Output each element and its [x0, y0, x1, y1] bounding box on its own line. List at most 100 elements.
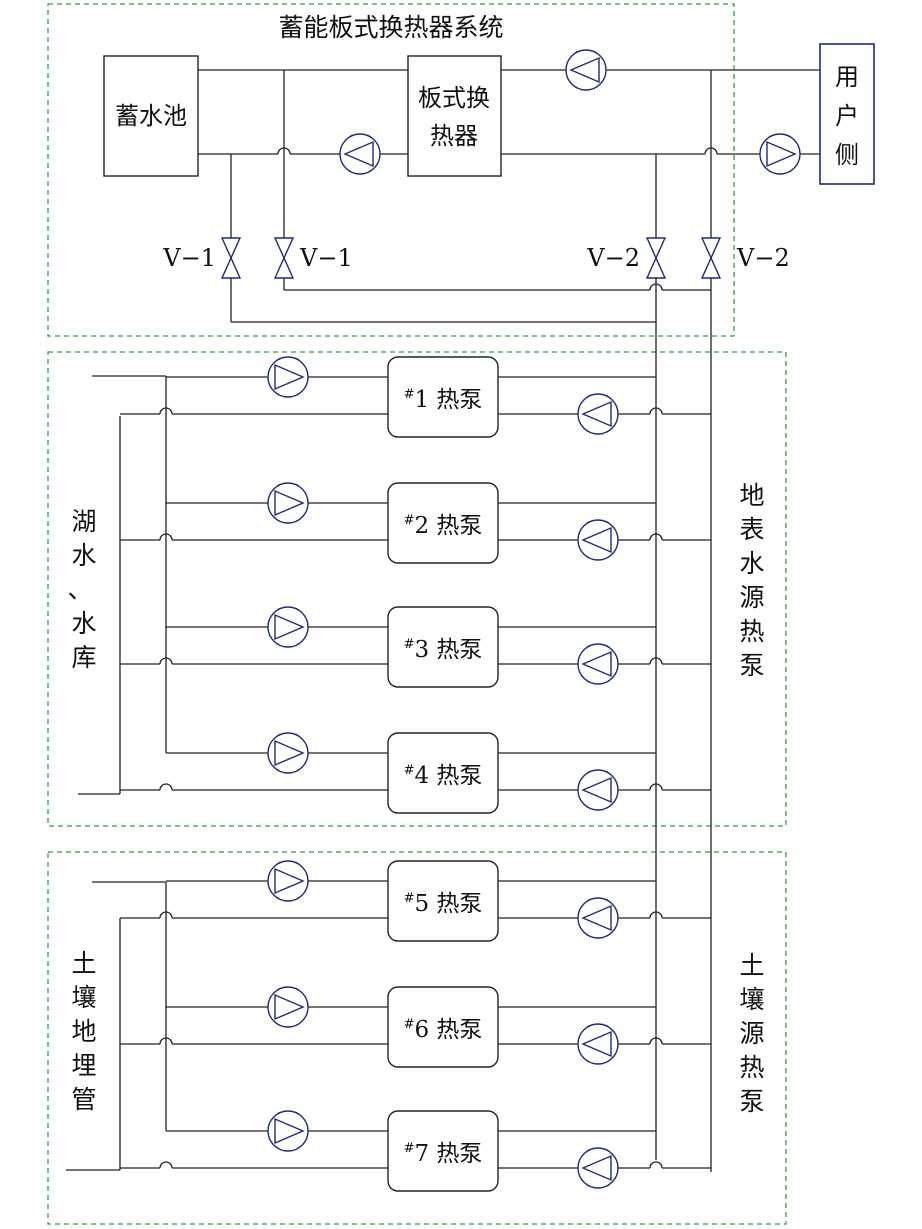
lake-label-1: 湖 — [71, 507, 96, 536]
heat-pump-4-supply-pump-icon — [267, 732, 309, 774]
soil-pipe-label-3: 地 — [71, 1017, 96, 1046]
storage-tank-label: 蓄水池 — [115, 102, 187, 130]
group-headers — [66, 375, 166, 1171]
heat-pump-5-supply-pump-icon — [267, 860, 309, 902]
heat-pump-1-return-pump-icon — [577, 393, 619, 435]
heat-pump-4-number: 4 — [414, 763, 436, 789]
heat-pump-6-return-pump-icon — [577, 1023, 619, 1065]
storage-tank — [103, 55, 199, 177]
soil-pipe-label-4: 埋 — [71, 1051, 96, 1080]
surface-label-3: 水 — [739, 549, 764, 578]
surface-label-6: 泵 — [739, 651, 764, 680]
heat-pump-7-number: 7 — [414, 1141, 436, 1167]
valve-v1-left-icon — [220, 237, 242, 279]
heat-pump-5-name: 热泵 — [436, 891, 482, 917]
heat-pump-2-return-pump-icon — [577, 519, 619, 561]
soil-pipe-label-5: 管 — [71, 1085, 96, 1114]
soil-source-label-3: 源 — [739, 1019, 764, 1048]
soil-pipe-label-2: 壤 — [71, 983, 96, 1012]
surface-water-source-label: 地 表 水 源 热 泵 — [739, 481, 764, 680]
valve-v1-right-label: V−1 — [299, 244, 353, 272]
heat-pump-2-label: #2 热泵 — [404, 513, 483, 539]
heat-pump-7-label: #7 热泵 — [404, 1141, 483, 1167]
supply-pump-icon — [565, 49, 607, 91]
heat-pump-3-label: #3 热泵 — [404, 637, 483, 663]
heat-pump-3-box — [387, 606, 499, 688]
heat-pump-4-name: 热泵 — [436, 763, 482, 789]
heat-pump-6-supply-pump-icon — [267, 986, 309, 1028]
surface-label-2: 表 — [739, 515, 764, 544]
surface-label-5: 热 — [739, 617, 764, 646]
heat-pump-4-box — [387, 732, 499, 814]
soil-source-group-frame — [47, 851, 787, 1225]
soil-source-label-1: 土 — [739, 951, 764, 980]
valve-v2-left-icon — [645, 237, 667, 279]
heat-pump-7-name: 热泵 — [436, 1141, 482, 1167]
heat-pump-6-name: 热泵 — [436, 1017, 482, 1043]
lake-label-2: 水 — [71, 541, 96, 570]
heat-pump-6-label: #6 热泵 — [404, 1017, 483, 1043]
heat-pump-3-number: 3 — [414, 637, 436, 663]
heat-pump-6-sup: # — [404, 1017, 415, 1032]
soil-source-label-4: 热 — [739, 1053, 764, 1082]
heat-pump-2-supply-pump-icon — [267, 482, 309, 524]
user-return-pump-icon — [759, 133, 801, 175]
heat-pump-6-box — [387, 986, 499, 1068]
valve-v1-left-label: V−1 — [162, 244, 216, 272]
valve-v2-right-label: V−2 — [736, 244, 790, 272]
plate-heat-exchanger — [407, 55, 502, 177]
system-title: 蓄能板式换热器系统 — [278, 13, 503, 42]
plate-exchanger-label-line1: 板式换 — [418, 84, 490, 112]
heat-pump-1-sup: # — [404, 387, 415, 402]
heat-pump-5-box — [387, 860, 499, 942]
soil-source-label-5: 泵 — [739, 1087, 764, 1116]
top-pipework — [198, 69, 820, 1172]
heat-pump-4-label: #4 热泵 — [404, 763, 483, 789]
surface-label-4: 源 — [739, 583, 764, 612]
user-side-box — [819, 43, 875, 185]
heat-pump-4-return-pump-icon — [577, 769, 619, 811]
user-side-label-1: 用 — [835, 63, 859, 91]
soil-source-label-2: 壤 — [739, 985, 764, 1014]
heat-pump-2-name: 热泵 — [436, 513, 482, 539]
heat-pump-3-name: 热泵 — [436, 637, 482, 663]
soil-ground-pipe-label: 土 壤 地 埋 管 — [71, 949, 96, 1114]
heat-pump-5-sup: # — [404, 891, 415, 906]
user-side-label-3: 侧 — [835, 141, 859, 169]
heat-pump-rows: #1 热泵#2 热泵#3 热泵#4 热泵#5 热泵#6 热泵#7 热泵 — [120, 356, 711, 1192]
heat-pump-3-supply-pump-icon — [267, 606, 309, 648]
heat-pump-5-label: #5 热泵 — [404, 891, 483, 917]
surface-water-group-frame — [47, 351, 787, 827]
heat-pump-1-number: 1 — [414, 387, 436, 413]
surface-label-1: 地 — [739, 481, 764, 510]
valve-v2-right-icon — [700, 237, 722, 279]
lake-label-4: 水 — [71, 609, 96, 638]
heat-pump-5-number: 5 — [414, 891, 436, 917]
heat-pump-7-box — [387, 1110, 499, 1192]
heat-pump-5-return-pump-icon — [577, 897, 619, 939]
plate-exchanger-label-line2: 热器 — [430, 122, 478, 150]
heat-pump-2-number: 2 — [414, 513, 436, 539]
heat-pump-7-return-pump-icon — [577, 1147, 619, 1189]
heat-pump-4-sup: # — [404, 763, 415, 778]
storage-system-frame — [47, 3, 735, 337]
soil-source-heat-pump-label: 土 壤 源 热 泵 — [739, 951, 764, 1116]
heat-pump-3-return-pump-icon — [577, 643, 619, 685]
heat-pump-7-supply-pump-icon — [267, 1110, 309, 1152]
heat-pump-1-box — [387, 356, 499, 438]
heat-pump-1-label: #1 热泵 — [404, 387, 483, 413]
lake-reservoir-label: 湖 水 、 水 库 — [67, 507, 96, 672]
user-side-label-2: 户 — [835, 102, 859, 130]
heat-pump-6-number: 6 — [414, 1017, 436, 1043]
heat-pump-2-box — [387, 482, 499, 564]
heat-pump-1-supply-pump-icon — [267, 356, 309, 398]
heat-pump-1-name: 热泵 — [436, 387, 482, 413]
heat-pump-2-sup: # — [404, 513, 415, 528]
lake-label-5: 库 — [71, 643, 96, 672]
soil-pipe-label-1: 土 — [71, 949, 96, 978]
valve-v1-right-icon — [273, 237, 295, 279]
heat-pump-3-sup: # — [404, 637, 415, 652]
valve-v2-left-label: V−2 — [586, 244, 640, 272]
lake-label-3: 、 — [67, 575, 92, 604]
